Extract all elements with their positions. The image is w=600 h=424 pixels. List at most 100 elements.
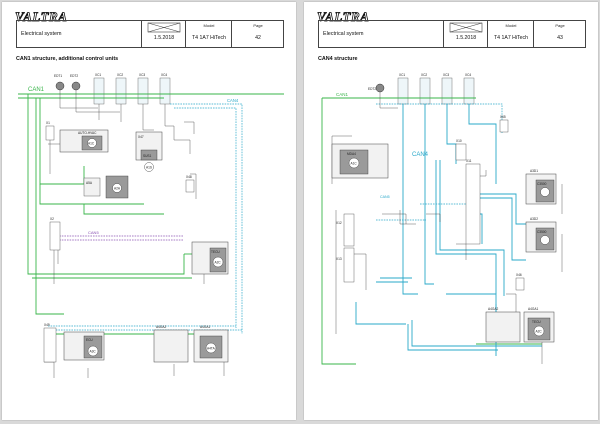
connector-strip-xc1: XC1 (397, 73, 409, 105)
c3500-label: C3500 (537, 182, 547, 186)
x48-label: X48 (186, 175, 192, 179)
a4-modules: A4GA2 A4GA1 A4TA (153, 325, 229, 363)
can4-bus-label: CAN4 (227, 98, 239, 103)
connector-strip-xc4: XC4 (159, 73, 171, 105)
sus1-label: SUS1 (143, 154, 152, 158)
x12-connector (343, 213, 355, 247)
document-title: Electrical system (21, 31, 62, 37)
connector-strip-xc3: XC3 (137, 73, 149, 105)
a4ga2-label: A4GA2 (488, 307, 499, 311)
x11-label: X11 (466, 159, 472, 163)
x2-connector (49, 221, 61, 251)
crossed-box-icon (147, 22, 181, 33)
crossed-box-icon (449, 22, 483, 33)
page-42: VALTRA Electrical system 1.5.2018 Model … (2, 2, 296, 420)
xc1-label: XC1 (95, 73, 101, 77)
autohvac-label: AUTO-HVAC (78, 131, 97, 135)
edt2-sensor: EDT2 (70, 74, 81, 91)
page-number: 42 (255, 35, 261, 41)
a4ga2-label: A4GA2 (156, 325, 167, 329)
x47-label: X47 (138, 135, 144, 139)
title-block: Electrical system 1.5.2018 Model T4 1A7 … (318, 20, 586, 48)
xc4-label: XC4 (465, 73, 471, 77)
x11-connector (465, 163, 481, 245)
connector-strip-xc2: XC2 (419, 73, 431, 105)
x49-label: X49 (44, 323, 50, 327)
a3d2-label: A3D2 (530, 217, 538, 221)
sus1-module: X47 SUS1 A1S (135, 131, 163, 172)
a3d2-module: A3D2 C3500 (525, 217, 557, 253)
connector-strip-xc4: XC4 (463, 73, 475, 105)
ecu-module: X49 ECU A3C (43, 323, 105, 363)
mda4-module: MDA4 A1C (331, 143, 389, 179)
xc2-label: XC2 (117, 73, 123, 77)
can5-bus-label: CAN5 (88, 230, 99, 235)
can1-wiring-diagram: XC1 XC2 XC3 XC4 EDT1 EDT2 (18, 73, 284, 378)
a1c-label: A1C (88, 142, 95, 146)
xc3-label: XC3 (139, 73, 145, 77)
c3500b-label: C3500 (537, 230, 547, 234)
tecu-label: TECU (532, 320, 541, 324)
a3d1-label: A3D1 (530, 169, 538, 173)
tecu-label: TECU (211, 250, 220, 254)
date-cell: 1.5.2018 (141, 21, 186, 47)
title-block: Electrical system 1.5.2018 Model T4 1A7 … (16, 20, 284, 48)
a4ta-label: A4TA (207, 347, 216, 351)
model-label: Model (203, 23, 215, 28)
can1-bus-label: CAN1 (28, 87, 45, 93)
model-label: Model (505, 23, 517, 28)
x65-label: X65 (500, 115, 506, 119)
x46-connector (515, 277, 525, 291)
page-number: 43 (557, 35, 563, 41)
page-43: VALTRA Electrical system 1.5.2018 Model … (304, 2, 598, 420)
x2-label: X2 (50, 217, 54, 221)
a4ga1-label: A4GA1 (528, 307, 539, 311)
x1-label: X1 (46, 121, 50, 125)
edt2-label: EDT2 (368, 87, 376, 91)
a2c-label: A2C (215, 261, 222, 265)
x12-label: X12 (336, 221, 342, 225)
tecu-module: A4GA2 TECU A2C A4GA1 (485, 307, 555, 343)
x10-connector (455, 143, 467, 161)
model-value: T4 1A7 HiTech (493, 35, 529, 41)
can5-bus-label: CAN5 (380, 195, 390, 199)
x13-label: X13 (336, 257, 342, 261)
a4ga1-label: A4GA1 (200, 325, 211, 329)
page-label: Page (253, 23, 263, 28)
a3d1-module: A3D1 C3500 (525, 169, 557, 205)
date-cell: 1.5.2018 (443, 21, 488, 47)
x10-label: X10 (456, 139, 462, 143)
date-value: 1.5.2018 (455, 35, 477, 41)
model-cell: Model T4 1A7 HiTech (185, 21, 232, 47)
a2a-module: A2A (105, 175, 129, 199)
can5-bus-lines (54, 235, 184, 241)
a5a-module: A5A (83, 177, 101, 197)
connector-strip-xc2: XC2 (115, 73, 127, 105)
xc4-label: XC4 (161, 73, 167, 77)
edt1-label: EDT1 (54, 74, 62, 78)
auto-hvac-module: AUTO-HVAC A1C (59, 129, 109, 153)
edt2-label: EDT2 (70, 74, 78, 78)
page-label: Page (555, 23, 565, 28)
xc3-label: XC3 (443, 73, 449, 77)
a5a-label: A5A (86, 181, 93, 185)
page-cell: Page 43 (533, 21, 586, 47)
model-cell: Model T4 1A7 HiTech (487, 21, 534, 47)
a1s-label: A1S (146, 166, 152, 170)
mda4-label: MDA4 (347, 152, 356, 156)
connector-strip-xc1: XC1 (93, 73, 105, 105)
can1-bus-label: CAN1 (336, 92, 349, 97)
edt2-sensor: EDT2 (368, 83, 385, 93)
xc1-label: XC1 (399, 73, 405, 77)
can4-dashed-lines (376, 103, 503, 221)
ecu-label: ECU (86, 338, 93, 342)
x13-connector (343, 247, 355, 283)
a2a-label: A2A (114, 187, 121, 191)
x1-connector (45, 125, 55, 141)
a2c-label: A2C (536, 330, 543, 334)
a3c-label: A3C (90, 350, 97, 354)
edt1-sensor: EDT1 (54, 74, 65, 91)
tecu-module: TECU A2C (191, 241, 229, 275)
x65-connector (499, 119, 509, 133)
x48-connector (185, 179, 195, 193)
